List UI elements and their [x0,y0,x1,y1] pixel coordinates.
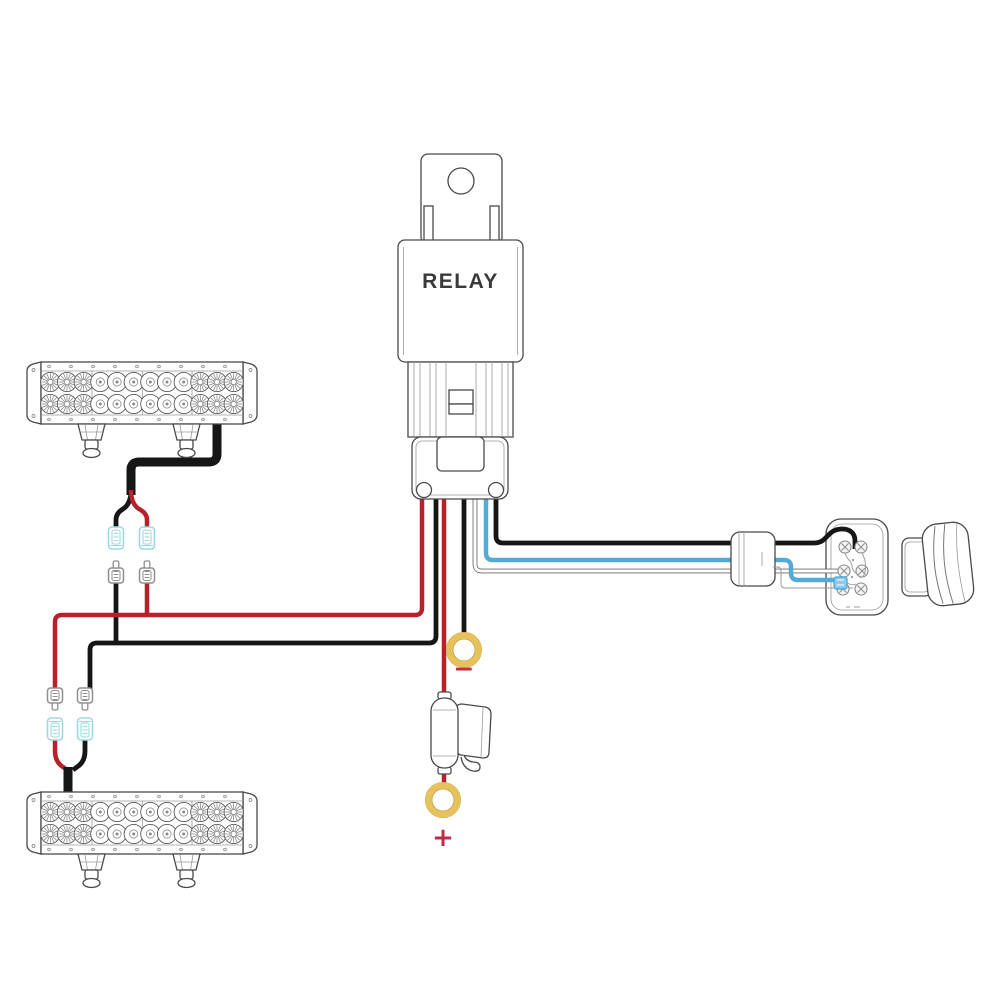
female-spade-connector [138,526,156,550]
rocker-face [921,521,975,607]
quick-disconnect-connector-pair-1 [107,526,156,584]
fuse-holder [430,691,492,775]
blue-terminal-connector [833,576,848,590]
quick-disconnect-connector-pair-2 [46,687,94,741]
wiring-harness [52,414,858,797]
wire-black-light-return [87,492,439,690]
led-light-bar-bottom [27,792,257,888]
female-spade-connector [107,526,125,550]
ring-terminal-negative [446,632,482,668]
male-spade-connector [138,560,156,584]
male-spade-connector [76,687,94,711]
wire-blue-switch [483,492,837,583]
male-spade-connector [107,560,125,584]
top-bar-cable [126,414,222,495]
led-light-bar-top [27,362,257,458]
relay-body [397,239,524,363]
male-spade-connector [46,687,64,711]
wire-white-switch [472,492,838,574]
female-spade-connector [46,717,64,741]
negative-terminal-label: − [453,654,475,683]
ring-terminal-positive [425,782,461,818]
relay-label: RELAY [422,270,499,293]
wire-red-light-feed [52,492,425,690]
inline-connector-sleeve [730,531,776,587]
relay-plug [407,361,514,438]
positive-terminal-label: + [432,823,454,853]
relay-socket [411,436,509,500]
rocker-switch-terminals [773,540,869,608]
relay-mounting-tab [420,153,503,245]
rocker-switch-body [901,521,975,607]
wire-black-switch [493,492,858,549]
relay [397,153,524,500]
female-spade-connector [76,717,94,741]
